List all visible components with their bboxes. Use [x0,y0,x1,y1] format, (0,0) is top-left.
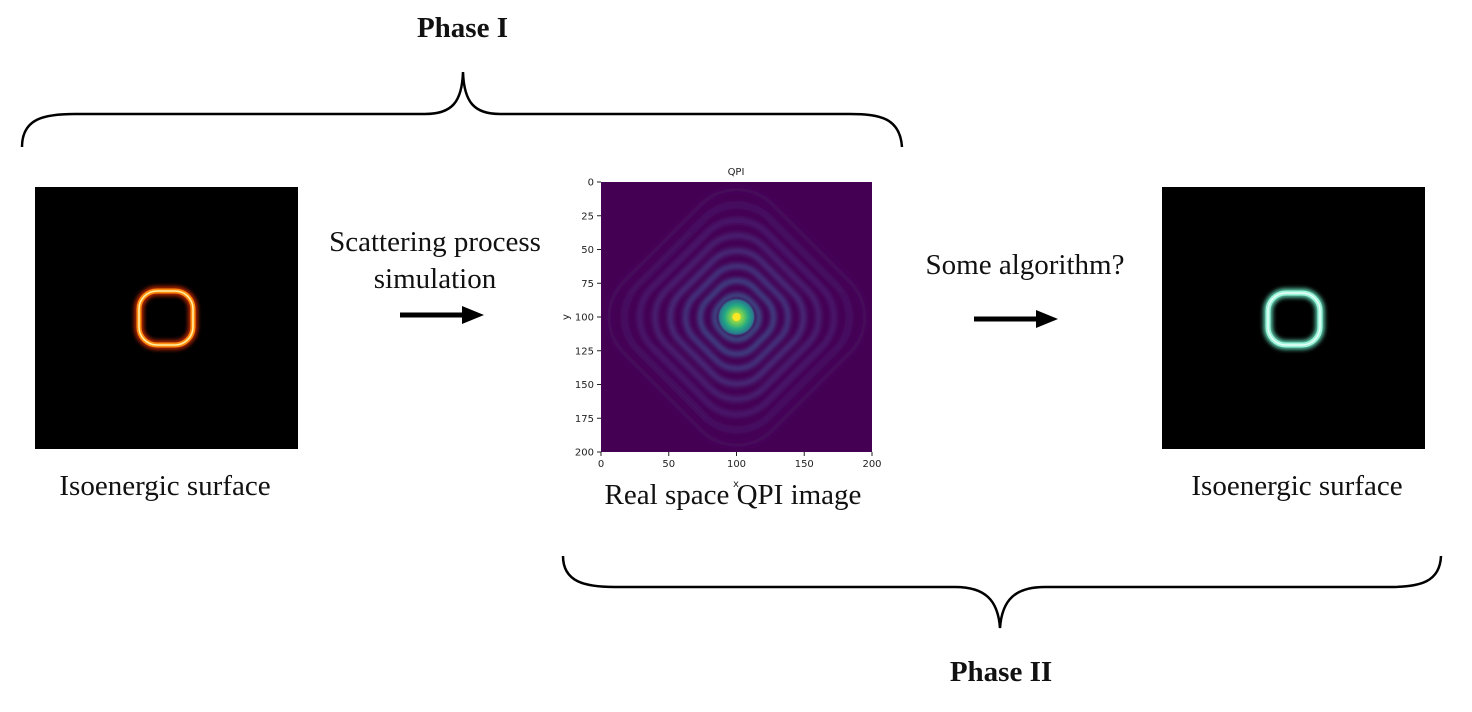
y-tick-label: 50 [581,245,594,256]
y-axis-label: y [561,314,572,320]
x-tick-label: 150 [795,459,814,470]
arrow-right-icon [974,310,1058,328]
y-tick-label: 0 [588,178,594,189]
right-caption: Isoenergic surface [1191,470,1403,502]
left-isoenergic-image [35,187,298,449]
y-tick-label: 75 [581,279,594,290]
phase-1-title: Phase I [416,12,509,44]
process-1-line-2: simulation [373,263,497,295]
plot-title: QPI [728,167,745,178]
phase-2-brace [561,555,1443,629]
left-caption: Isoenergic surface [59,470,271,502]
x-tick-label: 0 [598,459,604,470]
middle-caption: Real space QPI image [604,479,862,511]
y-tick-label: 150 [575,380,594,391]
fermi-ring-icon [134,286,198,350]
x-tick-label: 200 [862,459,881,470]
y-tick-label: 25 [581,211,594,222]
process-1-line-1: Scattering process [329,226,541,258]
arrow-right-icon [400,306,484,324]
reconstructed-ring-icon [1263,288,1325,350]
y-tick-label: 100 [575,313,594,324]
right-isoenergic-image [1162,187,1425,449]
y-tick-label: 125 [575,346,594,357]
x-axis-label: x [733,479,739,488]
y-tick-label: 175 [575,414,594,425]
y-tick-label: 200 [575,448,594,459]
x-axis-ticks: 0 50 100 150 200 [598,452,882,470]
x-tick-label: 50 [662,459,675,470]
process-2-label: Some algorithm? [925,249,1125,281]
interference-rings [607,187,867,448]
x-tick-label: 100 [727,459,746,470]
y-axis-ticks: 0 25 50 75 100 125 150 175 200 [575,178,601,459]
phase-1-brace [20,71,904,148]
process-1-label: Scattering process simulation [305,224,565,298]
phase-2-title: Phase II [949,656,1053,688]
